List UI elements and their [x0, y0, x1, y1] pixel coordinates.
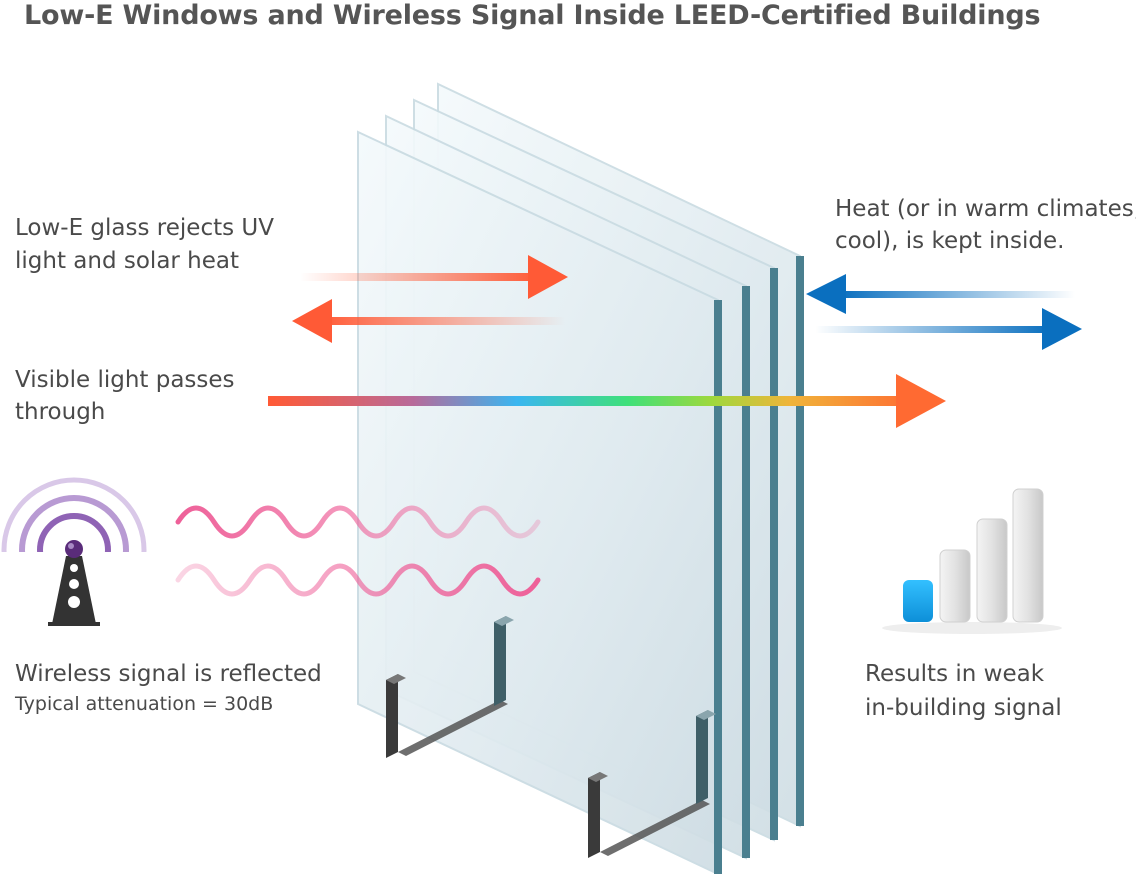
attenuation-label: Typical attenuation = 30dB — [15, 693, 274, 715]
heat-rejected-arrows — [292, 255, 568, 343]
signal-bar-3 — [976, 518, 1008, 623]
signal-bar-1 — [903, 580, 933, 622]
window-mounts — [386, 616, 716, 858]
result-label-line2: in-building signal — [865, 695, 1062, 721]
wireless-label: Wireless signal is reflected — [15, 661, 322, 687]
uv-label-line2: light and solar heat — [15, 248, 240, 274]
page-title: Low-E Windows and Wireless Signal Inside… — [24, 0, 1041, 31]
radio-tower-icon — [0, 477, 150, 632]
signal-bar-2 — [939, 549, 971, 623]
wireless-waves — [175, 505, 541, 597]
result-label-line1: Results in weak — [865, 661, 1045, 687]
heat-label-line1: Heat (or in warm climates, — [835, 196, 1136, 222]
heat-kept-inside-arrows — [806, 274, 1082, 350]
visible-label-line1: Visible light passes — [15, 367, 235, 393]
glass-panes — [357, 82, 804, 874]
signal-strength-icon — [882, 488, 1062, 634]
heat-label-line2: cool), is kept inside. — [835, 228, 1065, 254]
uv-label-line1: Low-E glass rejects UV — [15, 215, 274, 241]
wave-lower — [175, 563, 541, 597]
visible-label-line2: through — [15, 399, 106, 425]
visible-light-arrow — [268, 374, 946, 428]
signal-bar-4 — [1012, 488, 1044, 623]
wave-upper — [175, 505, 541, 539]
